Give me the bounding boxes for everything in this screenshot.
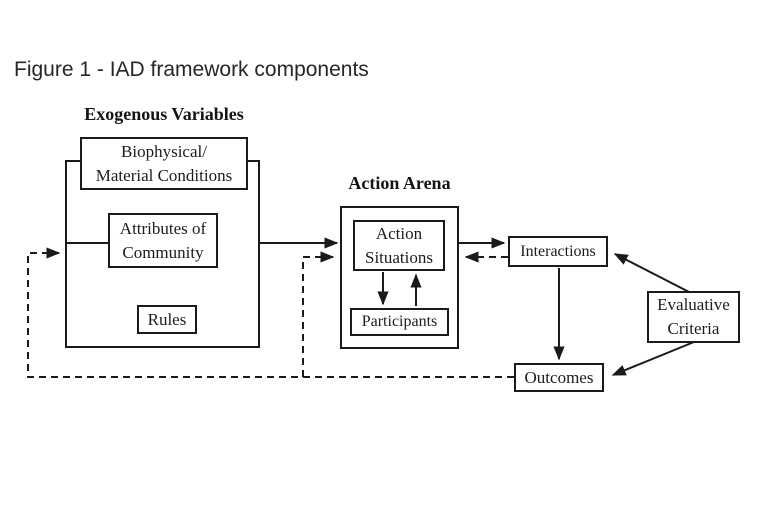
box-rules: Rules	[137, 305, 197, 334]
box-action-situations: Action Situations	[353, 220, 445, 271]
box-attributes-of-community: Attributes of Community	[108, 213, 218, 268]
arrow-criteria-to-outcomes	[611, 341, 695, 376]
box-outcomes: Outcomes	[514, 363, 604, 392]
action-arena-heading: Action Arena	[348, 173, 451, 193]
box-biophysical-material-conditions: Biophysical/ Material Conditions	[80, 137, 248, 190]
box-evaluative-criteria: Evaluative Criteria	[647, 291, 740, 343]
arrow-criteria-to-interactions	[613, 253, 692, 294]
dashed-feedback-to-arena	[302, 251, 335, 377]
box-interactions: Interactions	[508, 236, 608, 267]
exogenous-variables-heading: Exogenous Variables	[84, 104, 244, 124]
action-arena-group-box	[340, 206, 459, 349]
box-participants: Participants	[350, 308, 449, 336]
figure-caption: Figure 1 - IAD framework components	[14, 58, 369, 81]
